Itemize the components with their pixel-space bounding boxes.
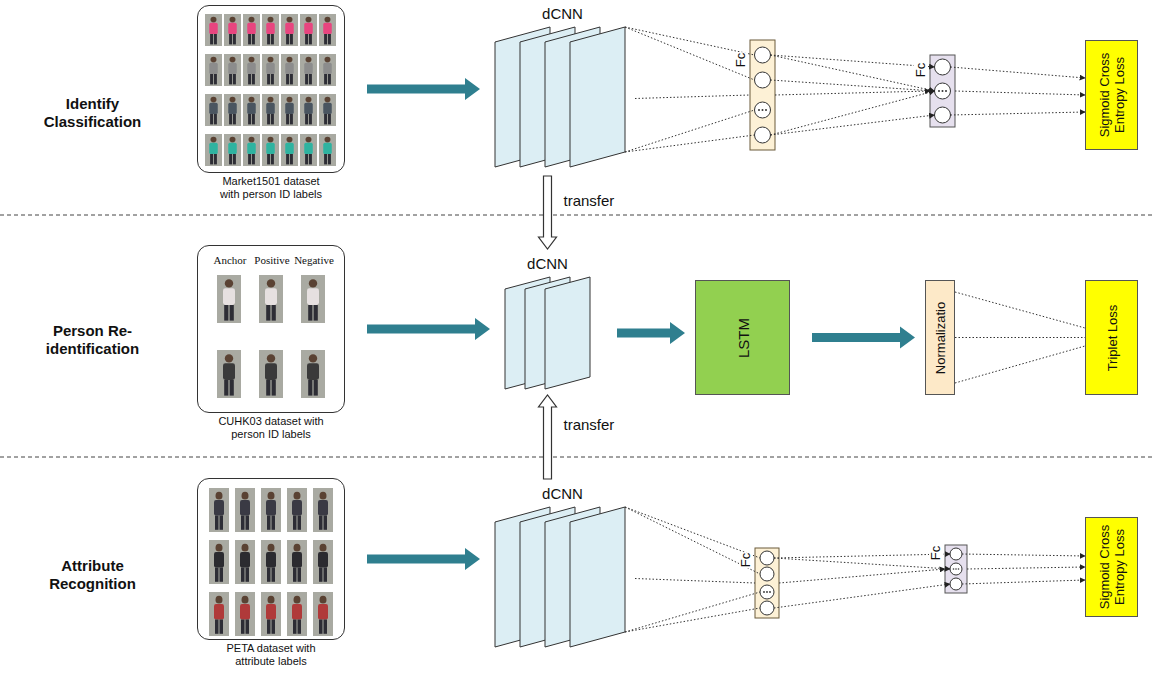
cnn-layers xyxy=(495,27,625,647)
network-label: dCNN xyxy=(542,485,583,503)
dotted-connector xyxy=(635,579,755,584)
fc-layer-box: Fc xyxy=(755,548,779,618)
flow-arrow xyxy=(812,327,915,349)
flow-arrow xyxy=(367,318,490,340)
cnn-anchor xyxy=(490,27,635,170)
transfer-arrow xyxy=(539,176,557,249)
loss-label: Sigmoid Cross Entropy Loss xyxy=(1097,45,1127,145)
flow-arrow xyxy=(367,78,480,100)
dotted-connector xyxy=(775,91,930,95)
loss-label: Sigmoid Cross Entropy Loss xyxy=(1097,521,1127,613)
triplet-role-label: Positive xyxy=(254,254,289,267)
edge-label: transfer xyxy=(562,192,617,210)
dataset-panel: AnchorPositiveNegativeCUHK03 dataset wit… xyxy=(197,245,345,413)
lstm-label: LSTM xyxy=(734,285,751,390)
dataset-caption: Market1501 dataset with person ID labels xyxy=(212,175,330,201)
dotted-connector xyxy=(955,91,1085,95)
edge-label: transfer xyxy=(562,416,617,434)
dataset-caption: PETA dataset with attribute labels xyxy=(212,642,330,668)
layer-label: Fc xyxy=(929,545,943,561)
cnn-anchor xyxy=(490,507,635,650)
process-box: LSTM xyxy=(695,280,790,395)
norm-label: Normalizatio xyxy=(933,285,948,390)
fc-layer-box: Fc xyxy=(945,545,967,593)
fc-layer-box: Fc xyxy=(750,40,775,150)
row-separator xyxy=(0,215,1155,216)
dataset-panel: Market1501 dataset with person ID labels xyxy=(197,5,345,173)
dotted-connector xyxy=(967,567,1085,569)
row-label: Attribute Recognition xyxy=(25,557,160,593)
person-thumbnails xyxy=(205,14,336,636)
cnn-block: dCNN xyxy=(490,5,635,170)
flow-arrow xyxy=(617,322,685,344)
fan-wires xyxy=(625,27,1085,632)
cnn-block: dCNN xyxy=(500,255,595,389)
row-separator xyxy=(0,457,1155,458)
layer-label: Fc xyxy=(734,52,748,68)
triplet-role-label: Anchor xyxy=(214,254,247,267)
transfer-arrow xyxy=(539,395,557,479)
process-box: Sigmoid Cross Entropy Loss xyxy=(1085,517,1138,617)
process-box: Triplet Loss xyxy=(1085,280,1138,395)
loss-label: Triplet Loss xyxy=(1104,285,1119,390)
fc-layer-box: Fc xyxy=(930,55,955,127)
row-label: Person Re-identification xyxy=(25,322,160,358)
cnn-anchor xyxy=(500,277,595,389)
process-box: Sigmoid Cross Entropy Loss xyxy=(1085,40,1138,150)
fc-layer xyxy=(750,40,775,150)
dotted-connector xyxy=(955,337,1085,338)
fc-layer xyxy=(945,545,967,593)
network-label: dCNN xyxy=(542,5,583,23)
dotted-connector xyxy=(779,569,945,583)
process-box: Normalizatio xyxy=(925,280,955,395)
row-label: Identify Classification xyxy=(25,95,160,131)
network-label: dCNN xyxy=(527,255,568,273)
flow-arrow xyxy=(367,548,480,570)
dotted-connector xyxy=(635,95,750,99)
layer-label: Fc xyxy=(739,552,753,568)
dataset-panel: PETA dataset with attribute labels xyxy=(197,478,345,640)
triplet-role-label: Negative xyxy=(294,254,334,267)
cnn-block: dCNN xyxy=(490,485,635,650)
dataset-caption: CUHK03 dataset with person ID labels xyxy=(212,415,330,441)
layer-label: Fc xyxy=(914,62,928,78)
